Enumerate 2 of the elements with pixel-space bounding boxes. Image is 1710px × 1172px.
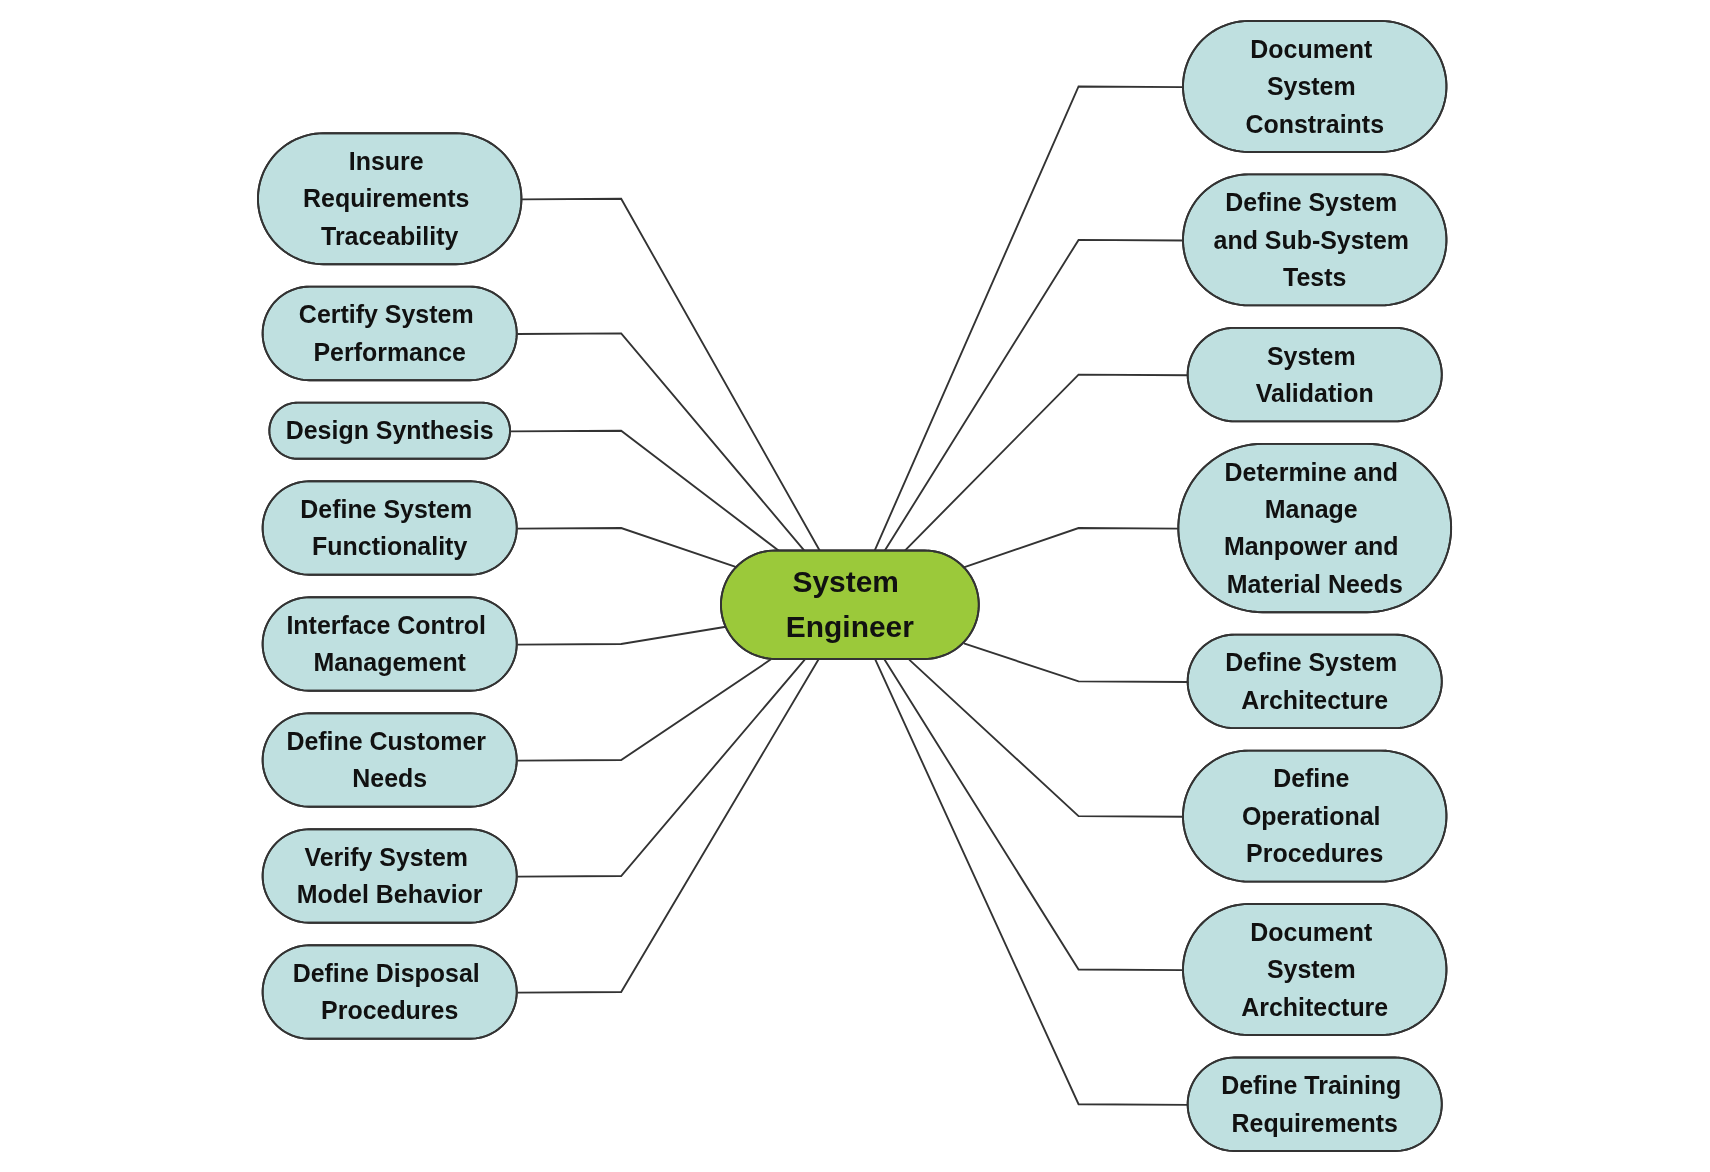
- connector: [510, 429, 781, 552]
- connector: [521, 197, 822, 552]
